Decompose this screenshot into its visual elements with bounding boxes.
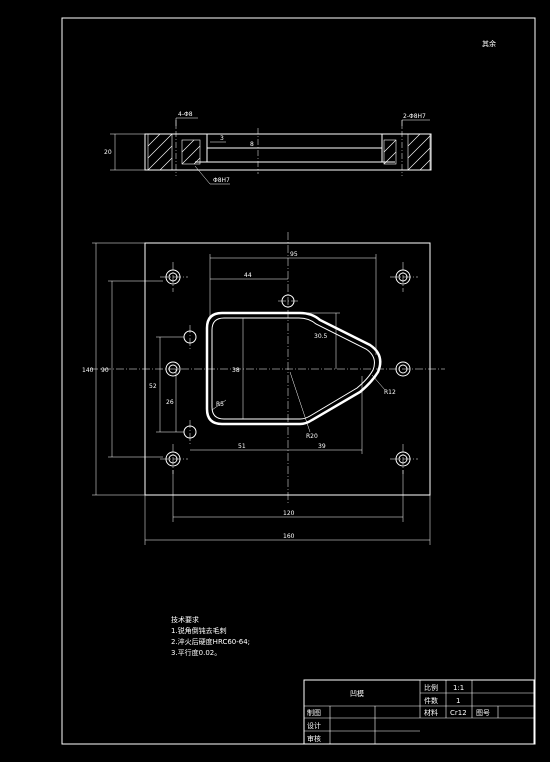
dim-39: 39 [318, 443, 326, 450]
dim-160: 160 [283, 533, 295, 540]
corner-mark: 其余 [482, 39, 496, 48]
dim-90: 90 [101, 367, 109, 374]
dim-step: 3 [220, 135, 224, 142]
dim-26: 26 [166, 399, 174, 406]
notes-item-2: 2.淬火后硬度HRC60-64; [171, 637, 250, 646]
dim-depth: 8 [250, 141, 254, 148]
tb-material-label: 材料 [424, 708, 438, 717]
dim-bottom-hole: Φ8H7 [213, 177, 230, 184]
die-cavity-inner [211, 317, 375, 420]
title-block [303, 679, 535, 745]
tb-designer2-label: 设计 [307, 721, 321, 730]
tb-designer-label: 制图 [307, 708, 321, 717]
dim-52: 52 [149, 383, 157, 390]
dim-120: 120 [283, 510, 295, 517]
tb-qty-label: 件数 [424, 696, 438, 705]
dim-r20: R20 [306, 433, 318, 440]
dim-thickness: 20 [104, 149, 112, 156]
plan-view [90, 232, 445, 545]
tb-scale-label: 比例 [424, 683, 438, 692]
die-cavity-outer [205, 311, 382, 426]
dim-44: 44 [244, 272, 252, 279]
dim-95: 95 [290, 251, 298, 258]
dim-51: 51 [238, 443, 246, 450]
dim-holes-right: 2-Φ8H7 [403, 113, 426, 120]
dim-30-5: 30.5 [314, 333, 328, 340]
section-view [110, 117, 432, 185]
section-hatch [147, 133, 431, 171]
notes-item-1: 1.锐角倒钝去毛刺 [171, 626, 227, 635]
dim-r12: R12 [384, 389, 396, 396]
sheet-border [61, 17, 536, 745]
tb-qty-value: 1 [456, 697, 460, 705]
tb-reviewer-label: 审核 [307, 734, 321, 743]
pin-hole-top [281, 294, 295, 308]
dim-140: 140 [82, 367, 94, 374]
dim-r5: R5 [216, 401, 224, 408]
corner-holes [165, 269, 411, 467]
dim-holes-top: 4-Φ8 [178, 111, 193, 118]
tb-material-value: Cr12 [450, 709, 467, 717]
tb-scale-value: 1:1 [453, 684, 464, 692]
notes-item-3: 3.平行度0.02。 [171, 648, 221, 657]
tb-part-name: 凹模 [350, 689, 364, 698]
notes-title: 技术要求 [171, 615, 199, 624]
tb-drawing-no-label: 图号 [476, 709, 490, 717]
dim-38: 38 [232, 367, 240, 374]
